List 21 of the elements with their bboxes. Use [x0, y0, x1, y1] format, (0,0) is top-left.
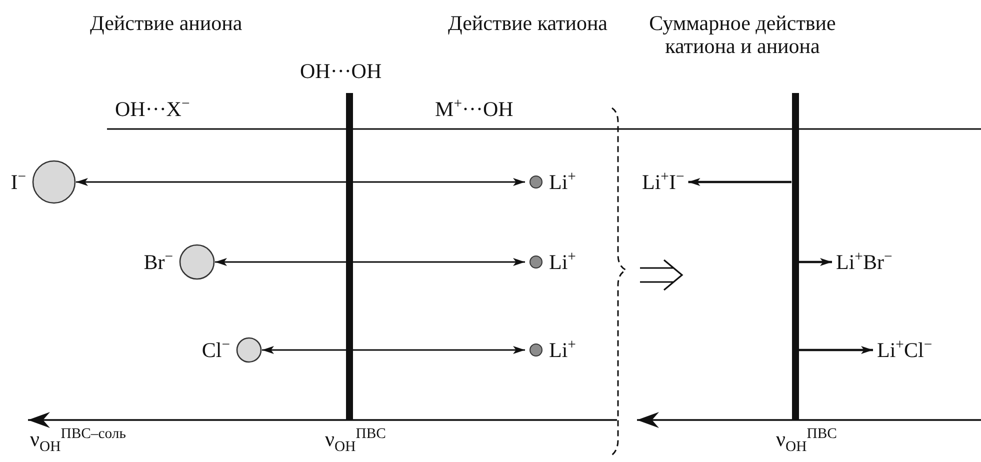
- ion-pair-label: Li$^{+}$Br$^{−}$: [836, 252, 892, 272]
- arrow: [76, 178, 525, 186]
- ion-pair-label: Li$^{+}$I$^{−}$: [642, 172, 684, 192]
- arrow: [688, 178, 792, 186]
- ion-label: Cl$^{−}$: [202, 340, 230, 360]
- ion-label: I$^{−}$: [10, 172, 26, 192]
- ion-pair-label: Li$^{+}$Cl$^{−}$: [877, 340, 932, 360]
- text-label: Действие аниона: [90, 12, 242, 36]
- arrow: [262, 346, 525, 354]
- ion-label: Br$^{−}$: [144, 252, 173, 272]
- arrow: [798, 258, 832, 266]
- text-label: OH···OH: [300, 60, 382, 84]
- ion-label: Li$^{+}$: [549, 252, 576, 272]
- text-label: OH···X$^{−}$: [115, 98, 190, 122]
- text-label: M$^{+}$···OH: [435, 98, 514, 122]
- ion-label: Li$^{+}$: [549, 340, 576, 360]
- text-label: Действие катиона: [448, 12, 608, 36]
- arrow: [798, 346, 873, 354]
- text-label: Суммарное действие катиона и аниона: [648, 12, 837, 58]
- ion-label: Li$^{+}$: [549, 172, 576, 192]
- arrow: [215, 258, 525, 266]
